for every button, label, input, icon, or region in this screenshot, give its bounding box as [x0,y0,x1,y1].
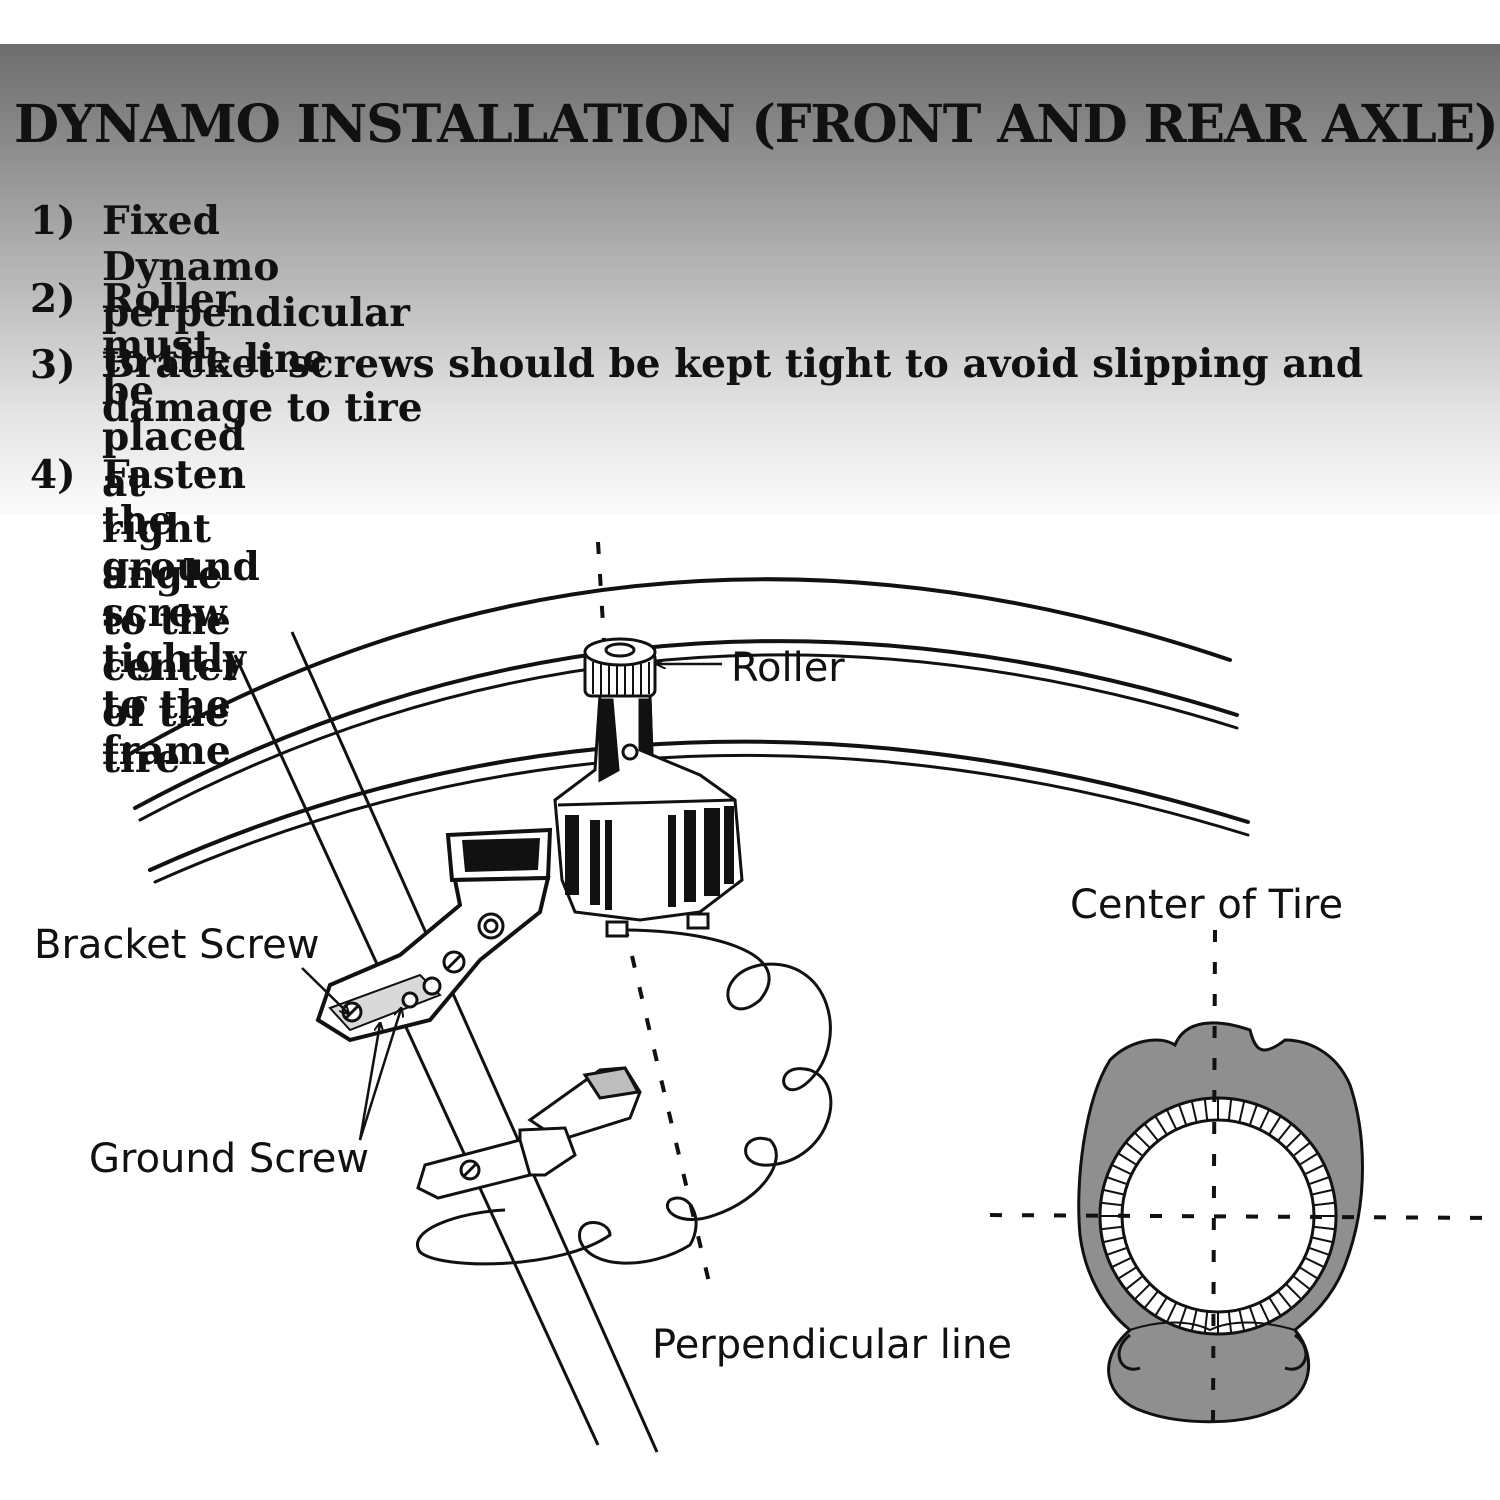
step-text: Roller must be placed at right angle to … [102,276,246,782]
wheel-rim [126,577,1250,884]
tread-tick [1248,1104,1258,1126]
step-text: Fixed Dynamo perpendicular to the line [102,198,410,382]
tread-tick [1313,1201,1336,1207]
tread-tick [1106,1246,1128,1256]
tread-tick [1298,1152,1319,1166]
tread-tick [1311,1188,1334,1196]
tread-tick [1227,1098,1233,1121]
header-banner [0,44,1500,514]
tread-tick [1227,1311,1233,1334]
tread-tick [1111,1163,1132,1176]
tread-tick [1178,1306,1188,1328]
instruction-step: 3) Bracket screws should be kept tight t… [30,342,1452,431]
callout-arrows [301,664,722,1141]
tread-tick [1165,1109,1178,1130]
tread-tick [1285,1131,1303,1149]
instruction-step: 4) Fasten the ground screw tightly to th… [30,452,260,774]
frame-tube [233,631,659,1453]
tread-tick [1154,1115,1168,1136]
tread-tick [1100,1201,1123,1207]
center-crosshair [989,929,1496,1431]
tread-tick [1311,1236,1334,1244]
tread-tick [1133,1131,1151,1149]
tread-tick [1117,1152,1138,1166]
tread-tick [1304,1163,1325,1176]
tread-tick [1190,1100,1198,1123]
tread-tick [1292,1141,1311,1157]
step-number: 4) [30,452,76,498]
tread-tick [1143,1123,1159,1142]
bracket-screw-label: Bracket Screw [34,922,319,968]
roller-icon [583,637,657,698]
page-title: DYNAMO INSTALLATION (FRONT AND REAR AXLE… [14,94,1499,155]
tread-tick [1304,1256,1325,1269]
tread-tick [1298,1266,1319,1280]
tread-tick [1308,1246,1330,1256]
bracket [315,827,553,1043]
tread-tick [1100,1225,1123,1231]
tread-tick [1190,1309,1198,1332]
step-number: 3) [30,342,76,388]
tread-tick [1308,1176,1330,1186]
tread-tick [1258,1109,1271,1130]
dynamo-body [553,693,744,938]
step-text: Bracket screws should be kept tight to a… [102,341,1364,431]
tread-tick [1102,1236,1125,1244]
tread-tick [1248,1306,1258,1328]
tread-tick [1111,1256,1132,1269]
tread-tick [1117,1266,1138,1280]
tread-tick [1125,1141,1144,1157]
tread-tick [1258,1302,1271,1323]
tread-tick [1277,1290,1293,1309]
dynamo-wire [416,928,833,1266]
step-text: Fasten the ground screw tightly to the f… [102,452,260,774]
step-number: 2) [30,276,76,322]
tread-tick [1102,1188,1125,1196]
tread-tick [1313,1225,1336,1231]
tread-tick [1238,1100,1246,1123]
tread-tick [1277,1123,1293,1142]
center-of-tire-label: Center of Tire [1070,882,1343,928]
headlamp [416,1066,642,1200]
roller-label: Roller [731,645,845,691]
bracket-screw-icon [341,912,505,1023]
tread-tick [1143,1290,1159,1309]
tread-tick [1268,1296,1282,1317]
instruction-step: 2) Roller must be placed at right angle … [30,276,245,782]
tread-tick [1125,1275,1144,1291]
tread-tick [1178,1104,1188,1126]
tire-cross-section [1077,1021,1364,1424]
tread-tick [1133,1283,1151,1301]
tread-tick [1154,1296,1168,1317]
tread-tick [1268,1115,1282,1136]
dynamo-stripes [565,806,734,910]
tread-tick [1165,1302,1178,1323]
instruction-step: 1) Fixed Dynamo perpendicular to the lin… [30,198,410,382]
perpendicular-line-label: Perpendicular line [652,1322,1012,1368]
tread-tick [1292,1275,1311,1291]
tread-tick [1203,1311,1209,1334]
tread-tick [1203,1098,1209,1121]
tread-tick [1285,1283,1303,1301]
ground-screw-label: Ground Screw [89,1136,369,1182]
step-number: 1) [30,198,76,244]
tread-tick [1106,1176,1128,1186]
tread-tick [1238,1309,1246,1332]
